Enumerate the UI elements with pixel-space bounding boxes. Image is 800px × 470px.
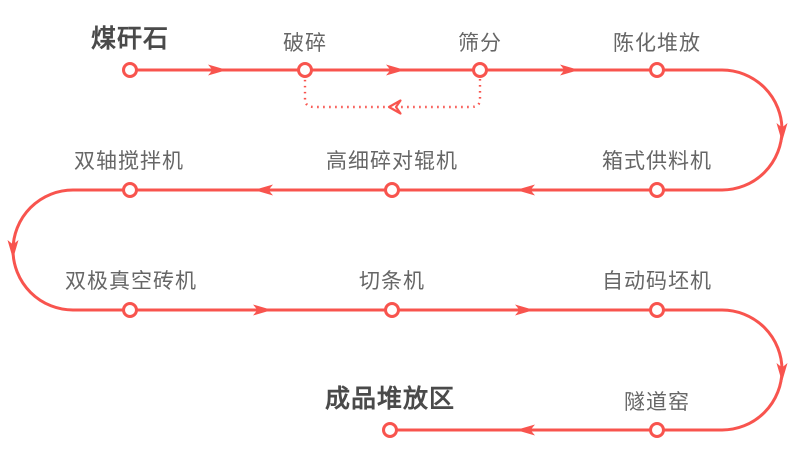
node-label-aging-stacking: 陈化堆放 xyxy=(613,32,701,55)
node-marker-auto-stacker xyxy=(649,302,665,318)
node-label-crushing: 破碎 xyxy=(283,32,327,55)
node-marker-screening xyxy=(472,62,488,78)
arrow-right-icon xyxy=(208,64,227,76)
node-marker-finished-product-area xyxy=(382,422,398,438)
flow-arrows xyxy=(7,64,788,436)
node-marker-cutting-machine xyxy=(384,302,400,318)
arrow-right-icon xyxy=(386,64,405,76)
node-marker-fine-roller-crusher xyxy=(384,182,400,198)
node-label-finished-product-area: 成品堆放区 xyxy=(324,385,456,413)
node-markers xyxy=(122,62,665,438)
node-label-box-feeder: 箱式供料机 xyxy=(602,150,712,173)
node-marker-crushing xyxy=(297,62,313,78)
arrow-left-icon xyxy=(516,424,535,436)
node-label-cutting-machine: 切条机 xyxy=(359,270,425,293)
arrow-right-icon xyxy=(515,304,534,316)
node-label-auto-stacker: 自动码坯机 xyxy=(602,270,712,293)
arrow-left-icon xyxy=(254,184,273,196)
return-loop-line xyxy=(303,79,482,109)
node-marker-double-shaft-mixer xyxy=(122,182,138,198)
arrow-down-icon xyxy=(776,363,788,382)
node-marker-aging-stacking xyxy=(649,62,665,78)
arrow-right-icon xyxy=(253,304,272,316)
node-label-coal-gangue: 煤矸石 xyxy=(90,25,170,53)
node-marker-tunnel-kiln xyxy=(649,422,665,438)
node-marker-coal-gangue xyxy=(122,62,138,78)
flow-line xyxy=(11,68,784,432)
arrow-right-icon xyxy=(560,64,579,76)
node-label-fine-roller-crusher: 高细碎对辊机 xyxy=(326,150,458,173)
arrow-left-icon xyxy=(516,184,535,196)
node-marker-box-feeder xyxy=(649,182,665,198)
node-label-vacuum-brick-machine: 双极真空砖机 xyxy=(65,270,197,293)
arrow-down-icon xyxy=(776,123,788,142)
node-label-tunnel-kiln: 隧道窑 xyxy=(624,391,690,414)
node-label-double-shaft-mixer: 双轴搅拌机 xyxy=(74,150,184,173)
node-marker-vacuum-brick-machine xyxy=(122,302,138,318)
arrow-down-icon xyxy=(7,240,19,259)
node-label-screening: 筛分 xyxy=(458,32,502,55)
return-arrow-left-icon xyxy=(387,99,402,115)
